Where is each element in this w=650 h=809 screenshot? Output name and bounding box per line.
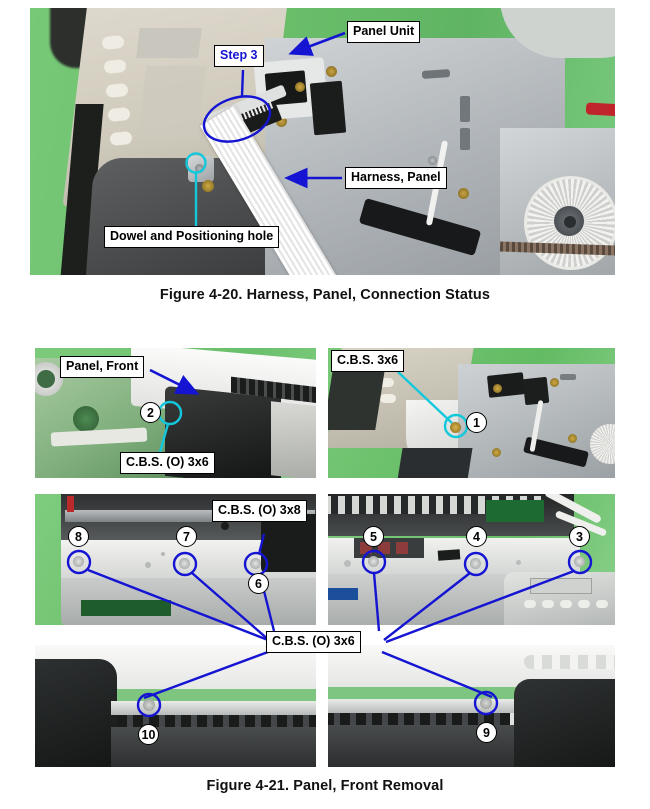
- shell-dot: [145, 562, 151, 568]
- chassis-screw: [428, 156, 437, 165]
- frame-gear: [73, 406, 99, 432]
- panel-button: [542, 600, 554, 608]
- green-pcb: [486, 500, 544, 522]
- black-left-cover: [35, 659, 117, 767]
- label-cbs-o-3x8: C.B.S. (O) 3x8: [212, 500, 307, 522]
- gear-white: [590, 424, 615, 464]
- callout-4: 4: [466, 526, 487, 547]
- chassis-screw: [276, 116, 287, 127]
- green-pcb-strip: [81, 600, 171, 616]
- connector-screw: [295, 82, 305, 92]
- panel-button: [524, 600, 536, 608]
- label-harness-panel: Harness, Panel: [345, 167, 447, 189]
- screw-5-head: [368, 556, 379, 567]
- connector-socket-black: [522, 376, 550, 406]
- paper-guide-bar: [111, 701, 316, 715]
- chassis-screw: [458, 188, 469, 199]
- shell-dot: [344, 560, 351, 567]
- chassis-screw: [550, 378, 559, 387]
- positioning-hole: [195, 164, 204, 173]
- chassis-screw: [568, 434, 577, 443]
- paper-guide-bar: [328, 699, 514, 713]
- panel-button-row: [524, 655, 615, 669]
- screw-9-head: [480, 697, 492, 709]
- feed-roller-row: [117, 715, 316, 727]
- label-dowel-positioning-hole: Dowel and Positioning hole: [104, 226, 280, 248]
- figure-4-21-photo-row3-right: [328, 494, 615, 625]
- panel-button: [596, 600, 608, 608]
- panel-lcd: [530, 578, 592, 594]
- chassis-screw: [326, 66, 337, 77]
- figure-4-21-caption: Figure 4-21. Panel, Front Removal: [206, 778, 444, 794]
- screw-3-head: [574, 556, 585, 567]
- sensor-led: [396, 542, 408, 554]
- callout-9: 9: [476, 722, 497, 743]
- connector-socket-black: [486, 372, 526, 398]
- screw-6-head: [250, 558, 261, 569]
- chassis-screw: [493, 384, 502, 393]
- callout-5: 5: [363, 526, 384, 547]
- callout-1: 1: [466, 412, 487, 433]
- chassis-screw: [492, 448, 501, 457]
- adf-black-right: [261, 514, 316, 572]
- panel-button: [380, 394, 396, 403]
- panel-keypad: [137, 66, 207, 140]
- dowel-screw: [202, 180, 214, 192]
- chassis-slot: [560, 374, 576, 380]
- panel-button: [378, 378, 394, 387]
- chassis-slot: [460, 96, 470, 122]
- label-step-3: Step 3: [214, 45, 264, 67]
- screw-1-head: [450, 422, 461, 433]
- feed-roller-row: [328, 713, 510, 725]
- callout-7: 7: [176, 526, 197, 547]
- chassis-slot: [460, 128, 470, 150]
- panel-button: [578, 600, 590, 608]
- label-panel-front: Panel, Front: [60, 356, 145, 378]
- gear-shaft: [564, 216, 576, 228]
- callout-10: 10: [138, 724, 159, 745]
- label-cbs-3x6: C.B.S. 3x6: [331, 350, 405, 372]
- carriage-dot: [221, 522, 229, 530]
- label-cbs-o-3x6-main: C.B.S. (O) 3x6: [266, 631, 361, 653]
- callout-6: 6: [248, 573, 269, 594]
- right-grey-panel: [271, 401, 316, 478]
- panel-lcd: [136, 28, 202, 58]
- carriage-red-marker: [67, 496, 74, 512]
- callout-8: 8: [68, 526, 89, 547]
- shell-dot: [516, 560, 521, 565]
- screw-8-head: [73, 556, 84, 567]
- black-right-cover: [514, 679, 615, 767]
- figure-4-21-photo-row4-right: [328, 645, 615, 767]
- callout-2: 2: [140, 402, 161, 423]
- connector-socket-black: [309, 80, 347, 136]
- blue-sticker: [328, 588, 358, 600]
- panel-dark-glass: [328, 370, 385, 430]
- screw-4-head: [470, 558, 481, 569]
- label-cbs-o-3x6-top: C.B.S. (O) 3x6: [120, 452, 215, 474]
- shell-dot: [161, 552, 165, 556]
- panel-base-dark: [397, 448, 473, 478]
- figure-4-20-caption: Figure 4-20. Harness, Panel, Connection …: [159, 287, 491, 303]
- label-panel-unit: Panel Unit: [347, 21, 421, 43]
- screw-7-head: [179, 558, 190, 569]
- screw-10-head: [143, 699, 155, 711]
- panel-button: [560, 600, 572, 608]
- callout-3: 3: [569, 526, 590, 547]
- figure-4-21-photo-row4-left: [35, 645, 316, 767]
- bracket-black: [437, 549, 461, 561]
- frame-roller-core: [37, 370, 55, 388]
